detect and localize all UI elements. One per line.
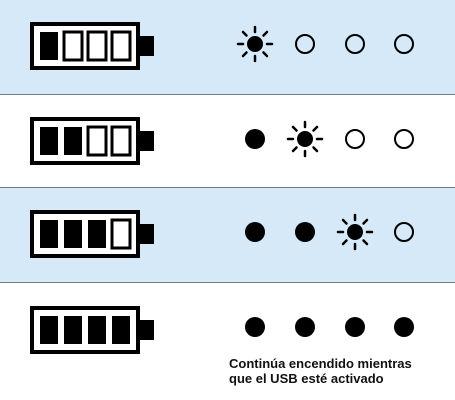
led-4-on-icon	[394, 317, 414, 337]
led-2-off-icon	[295, 34, 315, 54]
led-1-on-icon	[245, 129, 265, 149]
led-4-off-icon	[394, 34, 414, 54]
battery-segment-filled	[112, 316, 130, 344]
status-row-3	[0, 188, 455, 282]
battery-segment-filled	[64, 127, 82, 155]
led-2-on-icon	[295, 222, 315, 242]
led-1-blinking-icon	[236, 25, 274, 63]
battery-segment-empty	[86, 125, 108, 157]
battery-segment-filled	[40, 32, 58, 60]
battery-icon	[30, 117, 154, 165]
battery-segment-filled	[40, 316, 58, 344]
led-2-on-icon	[295, 317, 315, 337]
led-1-on-icon	[245, 222, 265, 242]
battery-segment-empty	[110, 30, 132, 62]
led-3-off-icon	[345, 129, 365, 149]
usb-caption-line-1: Continúa encendido mientras	[229, 356, 412, 371]
row-divider	[0, 187, 455, 188]
battery-icon	[30, 210, 154, 258]
battery-segment-empty	[62, 30, 84, 62]
battery-segment-filled	[88, 220, 106, 248]
led-2-blinking-icon	[286, 120, 324, 158]
status-row-4: Continúa encendido mientras que el USB e…	[0, 283, 455, 400]
battery-segment-empty	[86, 30, 108, 62]
battery-segment-filled	[40, 127, 58, 155]
row-divider	[0, 94, 455, 95]
led-3-off-icon	[345, 34, 365, 54]
led-1-on-icon	[245, 317, 265, 337]
led-3-on-icon	[345, 317, 365, 337]
battery-icon	[30, 306, 154, 354]
led-3-blinking-icon	[336, 213, 374, 251]
battery-segment-filled	[88, 316, 106, 344]
battery-segment-empty	[110, 125, 132, 157]
battery-icon	[30, 22, 154, 70]
status-row-2	[0, 95, 455, 187]
led-4-off-icon	[394, 222, 414, 242]
led-4-off-icon	[394, 129, 414, 149]
row-divider	[0, 282, 455, 283]
battery-segment-filled	[64, 316, 82, 344]
usb-caption: Continúa encendido mientras que el USB e…	[229, 356, 412, 386]
battery-segment-empty	[110, 218, 132, 250]
battery-segment-filled	[64, 220, 82, 248]
status-row-1	[0, 0, 455, 94]
battery-segment-filled	[40, 220, 58, 248]
usb-caption-line-2: que el USB esté activado	[229, 371, 384, 386]
